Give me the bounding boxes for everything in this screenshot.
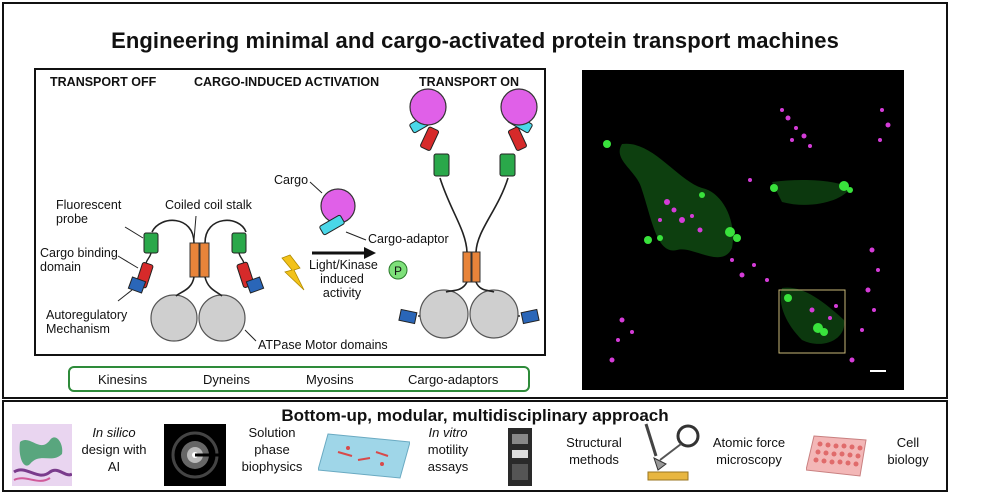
on-motor-head-left [419, 289, 469, 339]
on-stalk-left [462, 251, 472, 283]
upper-panel-frame [2, 2, 948, 399]
on-cargo-left [409, 88, 447, 126]
off-motor-head-right [198, 294, 246, 342]
lightning-icon [281, 254, 305, 291]
family-myosins: Myosins [306, 372, 354, 387]
off-autoreg-right [245, 276, 265, 294]
phosphate-label: P [394, 264, 402, 278]
motility-slide-icon [318, 433, 410, 479]
header-transport-off: TRANSPORT OFF [50, 75, 157, 89]
on-state-motor [398, 88, 540, 339]
schematic-panel [34, 68, 546, 356]
cargo-adaptor-shape [319, 214, 345, 236]
family-kinesins: Kinesins [98, 372, 148, 387]
label-light-kinase: Light/Kinase induced activity [309, 258, 378, 300]
off-autoreg-left [127, 276, 147, 294]
figure-title: Engineering minimal and cargo-activated … [111, 28, 839, 53]
tool-label-structural: Structural methods [566, 435, 622, 467]
fluorescence-micrograph [582, 70, 904, 390]
off-stalk-right [199, 242, 210, 278]
tool-label-solution-phase: Solution phase biophysics [241, 425, 303, 474]
on-probe-left [433, 153, 450, 177]
cargo-activation [281, 181, 408, 291]
on-autoreg-right [520, 308, 540, 325]
on-autoreg-left [398, 308, 418, 325]
approach-title: Bottom-up, modular, multidisciplinary ap… [281, 406, 669, 425]
saxs-pattern-icon [164, 424, 226, 486]
off-probe-right [231, 232, 247, 254]
zoom-region-box [778, 289, 846, 354]
label-fluorescent-probe: Fluorescent probe [56, 198, 122, 226]
on-cargo-binding-right [507, 126, 527, 151]
tool-label-cell-biology: Cell biology [887, 435, 929, 467]
off-stalk-left [189, 242, 200, 278]
lower-panel-frame [2, 400, 948, 492]
on-cargo-right [500, 88, 538, 126]
off-motor-head-left [150, 294, 198, 342]
on-probe-right [499, 153, 516, 177]
header-transport-on: TRANSPORT ON [419, 75, 519, 89]
on-motor-head-right [469, 289, 519, 339]
scale-bar [870, 370, 886, 372]
label-coiled-coil-stalk: Coiled coil stalk [165, 198, 252, 212]
off-state-motor [117, 215, 265, 342]
label-cargo-adaptor: Cargo-adaptor [368, 232, 449, 246]
label-atpase-motor: ATPase Motor domains [258, 338, 388, 352]
on-stalk-right [471, 251, 481, 283]
label-autoregulatory: Autoregulatory Mechanism [46, 308, 128, 336]
micrograph-cells [603, 108, 891, 372]
well-plate-icon [806, 435, 867, 477]
on-cargo-binding-left [420, 126, 440, 151]
protein-structure-icon [12, 424, 72, 486]
phosphate-icon [388, 260, 408, 280]
off-probe-left [143, 232, 159, 254]
label-cargo: Cargo [274, 173, 309, 187]
cryo-em-icon [508, 428, 532, 486]
family-dyneins: Dyneins [203, 372, 250, 387]
afm-tip-icon [644, 423, 700, 481]
motor-families-pill: Kinesins Dyneins Myosins Cargo-adaptors [68, 366, 530, 392]
activation-arrow-head [364, 247, 376, 259]
header-cargo-induced: CARGO-INDUCED ACTIVATION [194, 75, 380, 89]
tool-label-afm: Atomic force microscopy [712, 435, 786, 467]
label-cargo-binding-domain: Cargo binding domain [40, 246, 118, 274]
family-cargo-adaptors: Cargo-adaptors [408, 372, 499, 387]
